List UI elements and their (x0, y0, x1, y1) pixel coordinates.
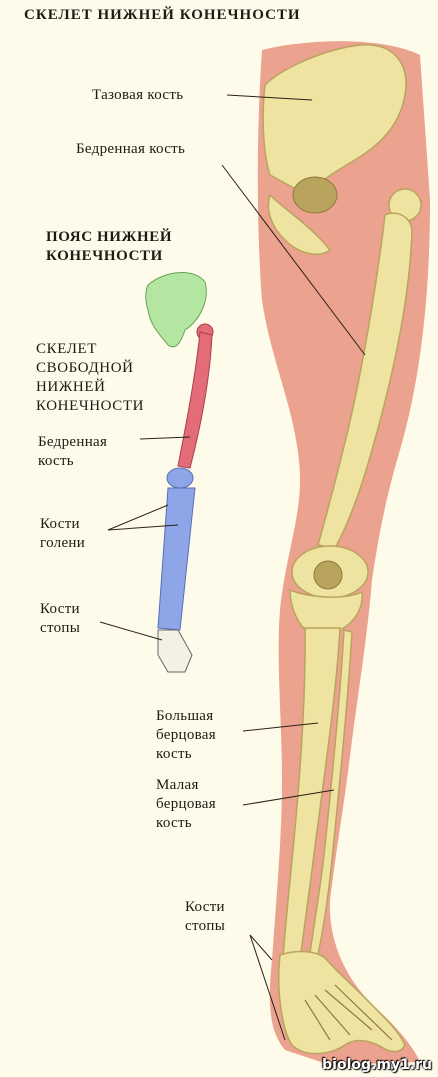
mini-femur (178, 332, 212, 468)
mini-shin (158, 488, 195, 630)
leader-foot-left (100, 622, 162, 640)
label-femur-right: Бедренная кость (76, 140, 185, 159)
leader-foot-right-1 (250, 935, 272, 960)
leader-femur-left (140, 437, 190, 439)
label-girdle: ПОЯС НИЖНЕЙ КОНЕЧНОСТИ (46, 228, 172, 266)
label-foot-left: Кости стопы (40, 600, 80, 638)
watermark: biolog.my1.ru (322, 1057, 432, 1073)
label-tibia: Большая берцовая кость (156, 707, 216, 764)
diagram-title: СКЕЛЕТ НИЖНЕЙ КОНЕЧНОСТИ (24, 6, 301, 25)
label-fibula: Малая берцовая кость (156, 776, 216, 833)
mini-knee (167, 468, 193, 488)
mini-foot (158, 630, 192, 672)
mini-girdle (146, 273, 207, 347)
patella (314, 561, 342, 589)
label-pelvis: Тазовая кость (92, 86, 183, 105)
label-free-limb: СКЕЛЕТ СВОБОДНОЙ НИЖНЕЙ КОНЕЧНОСТИ (36, 340, 144, 416)
label-femur-left: Бедренная кость (38, 433, 107, 471)
hip-socket (293, 177, 337, 213)
label-shin-bones: Кости голени (40, 515, 85, 553)
label-foot-right: Кости стопы (185, 898, 225, 936)
